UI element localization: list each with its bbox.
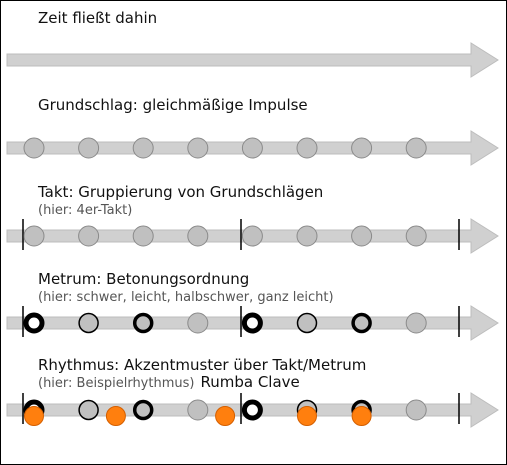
- beat-pulse-light: [187, 312, 209, 334]
- row-beat: Grundschlag: gleichmäßige Impulse: [6, 96, 499, 166]
- beat-pulse-plain: [296, 225, 318, 247]
- beat-pulse-plain: [187, 137, 209, 159]
- rhythm-note: [105, 406, 126, 426]
- row-subtitle: (hier: 4er-Takt): [38, 203, 132, 218]
- beat-pulse-plain: [241, 225, 263, 247]
- row-subtitle: (hier: schwer, leicht, halbschwer, ganz …: [38, 290, 334, 305]
- beat-pulse-plain: [241, 137, 263, 159]
- beat-pulse-strong: [241, 399, 263, 421]
- row-time: Zeit fließt dahin: [6, 9, 499, 78]
- bar-arrow: [6, 218, 499, 254]
- beat-pulse-half: [351, 312, 372, 334]
- beat-pulse-plain: [351, 225, 373, 247]
- beat-pulse-half: [132, 399, 154, 421]
- rhythm-note: [215, 406, 236, 426]
- beat-pulse-plain: [23, 137, 45, 159]
- beat-pulse-plain: [78, 137, 100, 159]
- beat-pulse-plain: [23, 225, 45, 247]
- rhythm-note: [297, 406, 317, 426]
- rhythm-name: Rumba Clave: [200, 373, 299, 391]
- beat-pulse-plain: [405, 225, 427, 247]
- beat-pulse-plain: [296, 137, 318, 159]
- beat-pulse-light: [187, 399, 209, 421]
- beat-pulse-medium: [78, 312, 99, 334]
- row-subtitle: (hier: Beispielrhythmus): [38, 376, 194, 391]
- beat-pulse-light: [405, 399, 427, 421]
- row-title: Grundschlag: gleichmäßige Impulse: [38, 96, 308, 114]
- beat-pulse-plain: [78, 225, 100, 247]
- row-subtitle-line: (hier: Beispielrhythmus) Rumba Clave: [38, 373, 300, 391]
- beat-pulse-plain: [351, 137, 373, 159]
- beat-pulse-plain: [132, 225, 154, 247]
- meter-arrow: [6, 305, 499, 341]
- rhythm-note: [24, 406, 44, 426]
- row-rhythm: Rhythmus: Akzentmuster über Takt/Metrum …: [6, 356, 499, 428]
- beat-pulse-medium: [296, 312, 318, 334]
- row-title: Zeit fließt dahin: [38, 9, 157, 27]
- row-title: Takt: Gruppierung von Grundschlägen: [37, 183, 323, 201]
- beat-pulse-plain: [405, 137, 427, 159]
- rhythm-arrow: [6, 392, 499, 428]
- row-title: Rhythmus: Akzentmuster über Takt/Metrum: [38, 356, 366, 374]
- rhythm-note: [351, 406, 372, 426]
- beat-pulse-plain: [187, 225, 209, 247]
- beat-pulse-plain: [132, 137, 154, 159]
- row-meter: Metrum: Betonungsordnung (hier: schwer, …: [6, 270, 499, 341]
- beat-pulse-light: [405, 312, 427, 334]
- time-arrow: [6, 42, 499, 78]
- time-arrow-shape: [6, 42, 499, 78]
- beat-pulse-medium: [78, 399, 99, 421]
- beat-pulse-strong: [23, 312, 45, 334]
- beat-pulse-half: [132, 312, 154, 334]
- row-title: Metrum: Betonungsordnung: [38, 270, 249, 288]
- beat-arrow: [6, 130, 499, 166]
- row-bar: Takt: Gruppierung von Grundschlägen (hie…: [6, 183, 499, 254]
- beat-pulse-strong: [241, 312, 263, 334]
